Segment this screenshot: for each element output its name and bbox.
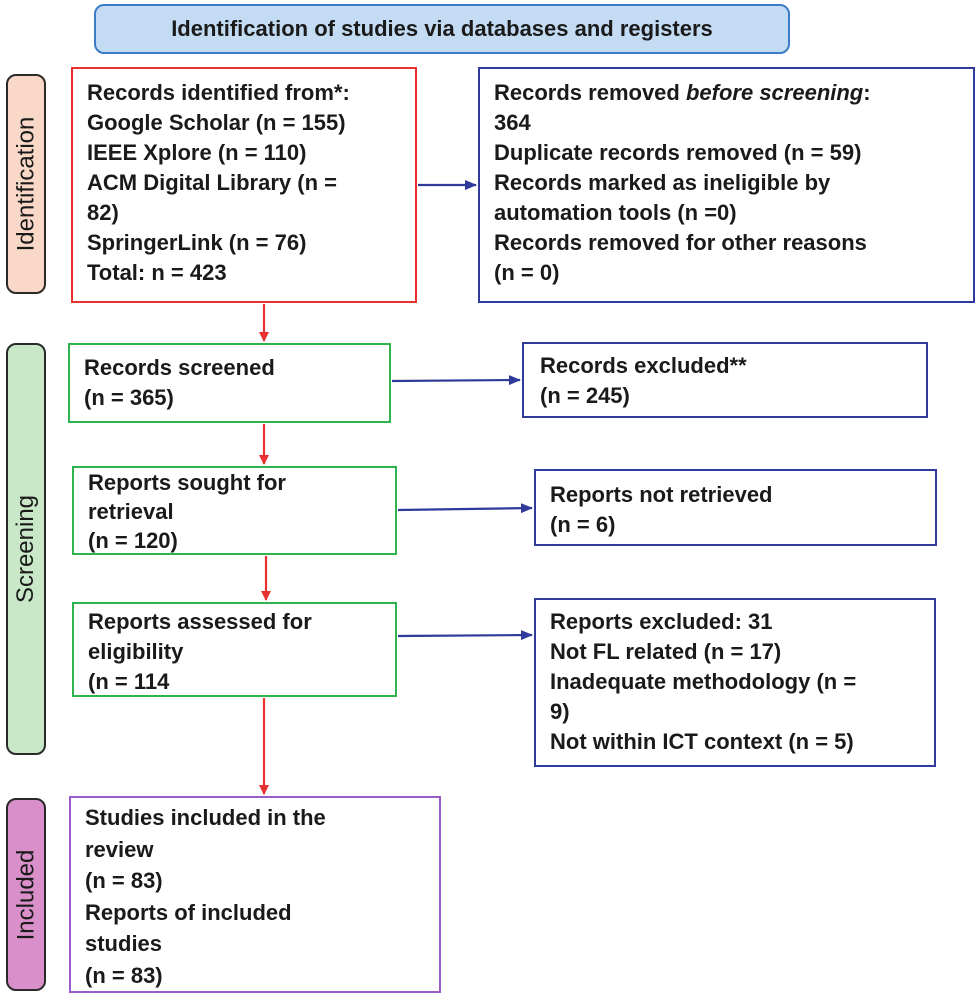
included-studies-count: (n = 83) — [85, 868, 163, 893]
removed-heading-italic: before screening — [685, 80, 864, 105]
arrow-screened-to-excluded — [391, 375, 521, 386]
sought-label-line1: Reports sought for — [88, 470, 286, 495]
not-retrieved-label: Reports not retrieved — [550, 482, 773, 507]
not-retrieved-count: (n = 6) — [550, 512, 616, 537]
records-screened-box: Records screened (n = 365) — [68, 343, 391, 423]
removed-heading-prefix: Records removed — [494, 80, 686, 105]
reports-excluded-box: Reports excluded: 31 Not FL related (n =… — [534, 598, 936, 767]
reports-not-retrieved-box: Reports not retrieved (n = 6) — [534, 469, 937, 546]
identified-heading: Records identified from*: — [87, 80, 350, 105]
identified-acm-line1: ACM Digital Library (n = — [87, 170, 337, 195]
excluded-count: (n = 245) — [540, 383, 630, 408]
included-studies-line1: Studies included in the — [85, 805, 326, 830]
reports-excluded-heading: Reports excluded: 31 — [550, 609, 773, 634]
included-reports-line1: Reports of included — [85, 899, 292, 925]
removed-ineligible-line2: automation tools (n =0) — [494, 200, 737, 225]
sought-label-line2: retrieval — [88, 499, 174, 524]
removed-other-line1: Records removed for other reasons — [494, 230, 867, 255]
diagram-header: Identification of studies via databases … — [94, 4, 790, 54]
removed-other-line2: (n = 0) — [494, 260, 560, 285]
records-identified-box: Records identified from*: Google Scholar… — [71, 67, 417, 303]
identified-acm-line2: 82) — [87, 200, 119, 225]
included-reports-line2: studies — [85, 931, 163, 956]
assessed-label-line1: Reports assessed for — [88, 609, 312, 634]
assessed-label-line2: eligibility — [88, 639, 184, 664]
reports-excluded-fl: Not FL related (n = 17) — [550, 639, 782, 664]
included-studies-line2: review — [85, 836, 154, 862]
identified-google: Google Scholar (n = 155) — [87, 110, 346, 135]
removed-heading: Records removed before screening: — [494, 78, 973, 108]
screened-label: Records screened — [84, 355, 275, 380]
header-title: Identification of studies via databases … — [171, 16, 713, 41]
arrow-assessed-to-reports-excluded — [397, 630, 533, 641]
reports-excluded-method-line2: 9) — [550, 699, 570, 724]
arrow-sought-to-not-retrieved — [397, 503, 533, 514]
included-reports-count: (n = 83) — [85, 962, 163, 988]
removed-duplicates: Duplicate records removed (n = 59) — [494, 140, 862, 165]
phase-label-screening: Screening — [6, 343, 46, 755]
removed-heading-suffix: : — [863, 80, 871, 105]
removed-ineligible-line1: Records marked as ineligible by — [494, 170, 831, 195]
sought-count: (n = 120) — [88, 528, 178, 553]
identified-ieee: IEEE Xplore (n = 110) — [87, 140, 307, 165]
phase-label-included: Included — [6, 798, 46, 991]
studies-included-box: Studies included in the review (n = 83) … — [69, 796, 441, 993]
screened-count: (n = 365) — [84, 385, 174, 410]
identified-total: Total: n = 423 — [87, 260, 227, 285]
reports-excluded-method-line1: Inadequate methodology (n = — [550, 669, 857, 694]
phase-label-identification: Identification — [6, 74, 46, 294]
records-removed-box: Records removed before screening: 364 Du… — [478, 67, 975, 303]
records-excluded-box: Records excluded** (n = 245) — [522, 342, 928, 418]
identified-springer: SpringerLink (n = 76) — [87, 230, 307, 255]
reports-excluded-ict: Not within ICT context (n = 5) — [550, 729, 854, 754]
reports-assessed-box: Reports assessed for eligibility (n = 11… — [72, 602, 397, 697]
excluded-label: Records excluded** — [540, 353, 747, 378]
reports-sought-box: Reports sought for retrieval (n = 120) — [72, 466, 397, 555]
removed-count: 364 — [494, 110, 531, 135]
assessed-count: (n = 114 — [88, 669, 170, 694]
